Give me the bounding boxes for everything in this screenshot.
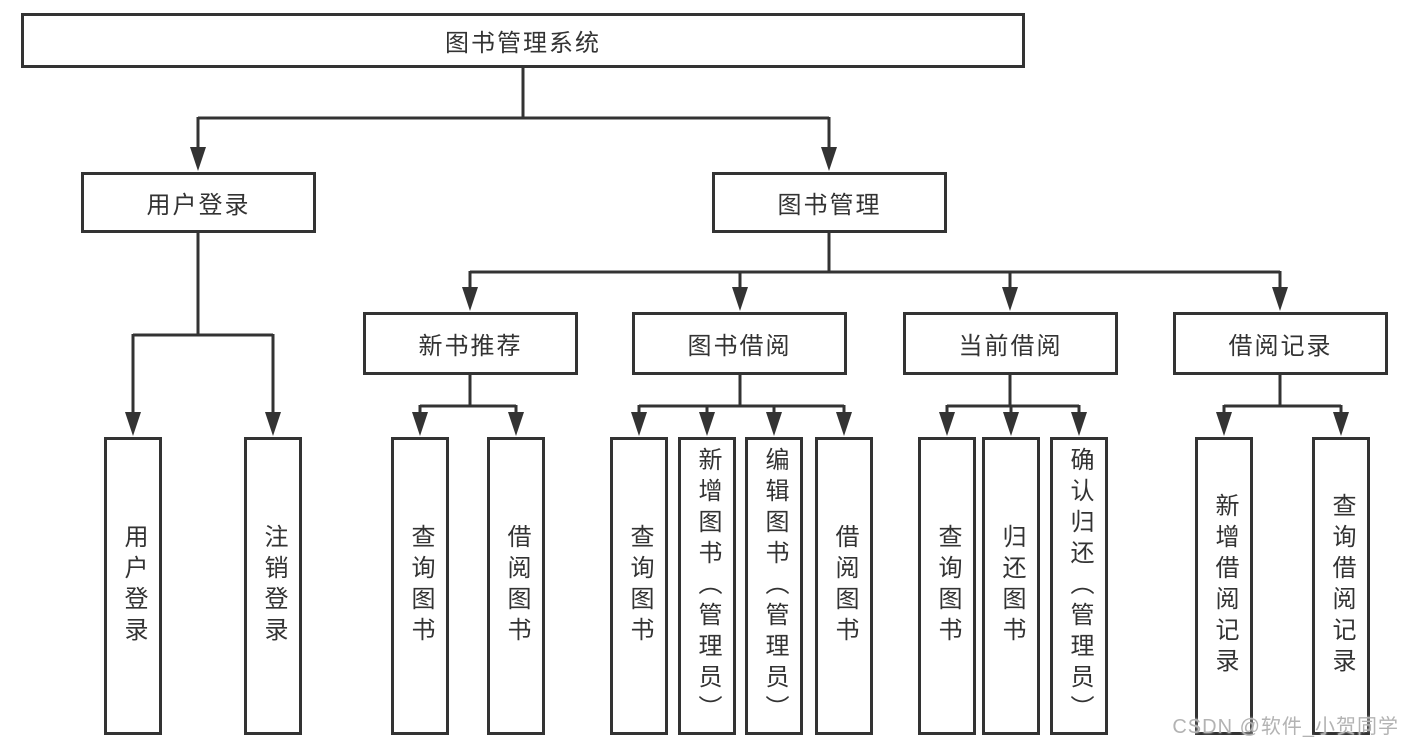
node-current-borrowing: 当前借阅 [903, 312, 1118, 375]
node-leaf-edit-book-admin: 编辑图书（管理员） [745, 437, 803, 735]
node-book-management: 图书管理 [712, 172, 947, 233]
node-borrowing-records: 借阅记录 [1173, 312, 1388, 375]
node-leaf-add-book-admin: 新增图书（管理员） [678, 437, 736, 735]
node-label: 新增图书（管理员） [694, 446, 721, 726]
node-leaf-query-books-recommend: 查询图书 [391, 437, 449, 735]
node-leaf-query-borrow-record: 查询借阅记录 [1312, 437, 1370, 735]
node-leaf-add-borrow-record: 新增借阅记录 [1195, 437, 1253, 735]
node-label: 借阅图书 [831, 524, 858, 648]
node-leaf-logout: 注销登录 [244, 437, 302, 735]
node-label: 图书管理 [777, 192, 882, 219]
node-leaf-return-book: 归还图书 [982, 437, 1040, 735]
node-label: 查询图书 [626, 524, 653, 648]
node-label: 借阅图书 [503, 524, 530, 648]
node-book-borrowing: 图书借阅 [632, 312, 847, 375]
node-leaf-borrow-books-recommend: 借阅图书 [487, 437, 545, 735]
node-label: 当前借阅 [958, 333, 1063, 360]
node-label: 图书借阅 [687, 333, 792, 360]
node-label: 确认归还（管理员） [1066, 446, 1093, 726]
node-label: 注销登录 [260, 524, 287, 648]
node-root-library-system: 图书管理系统 [21, 13, 1025, 68]
node-label: 用户登录 [120, 524, 147, 648]
csdn-watermark: CSDN @软件_小贺同学 [1172, 716, 1399, 738]
node-label: 查询借阅记录 [1328, 493, 1355, 679]
node-label: 编辑图书（管理员） [761, 446, 788, 726]
node-label: 用户登录 [146, 192, 251, 219]
node-leaf-query-books-current: 查询图书 [918, 437, 976, 735]
node-label: 查询图书 [407, 524, 434, 648]
node-label: 查询图书 [934, 524, 961, 648]
node-leaf-borrow-books-borrowing: 借阅图书 [815, 437, 873, 735]
node-new-book-recommendation: 新书推荐 [363, 312, 578, 375]
node-label: 新增借阅记录 [1211, 493, 1238, 679]
node-label: 图书管理系统 [445, 30, 601, 57]
node-user-login: 用户登录 [81, 172, 316, 233]
node-leaf-query-books-borrowing: 查询图书 [610, 437, 668, 735]
node-leaf-confirm-return-admin: 确认归还（管理员） [1050, 437, 1108, 735]
node-label: 新书推荐 [418, 333, 523, 360]
node-label: 归还图书 [998, 524, 1025, 648]
node-leaf-user-login: 用户登录 [104, 437, 162, 735]
node-label: 借阅记录 [1228, 333, 1333, 360]
